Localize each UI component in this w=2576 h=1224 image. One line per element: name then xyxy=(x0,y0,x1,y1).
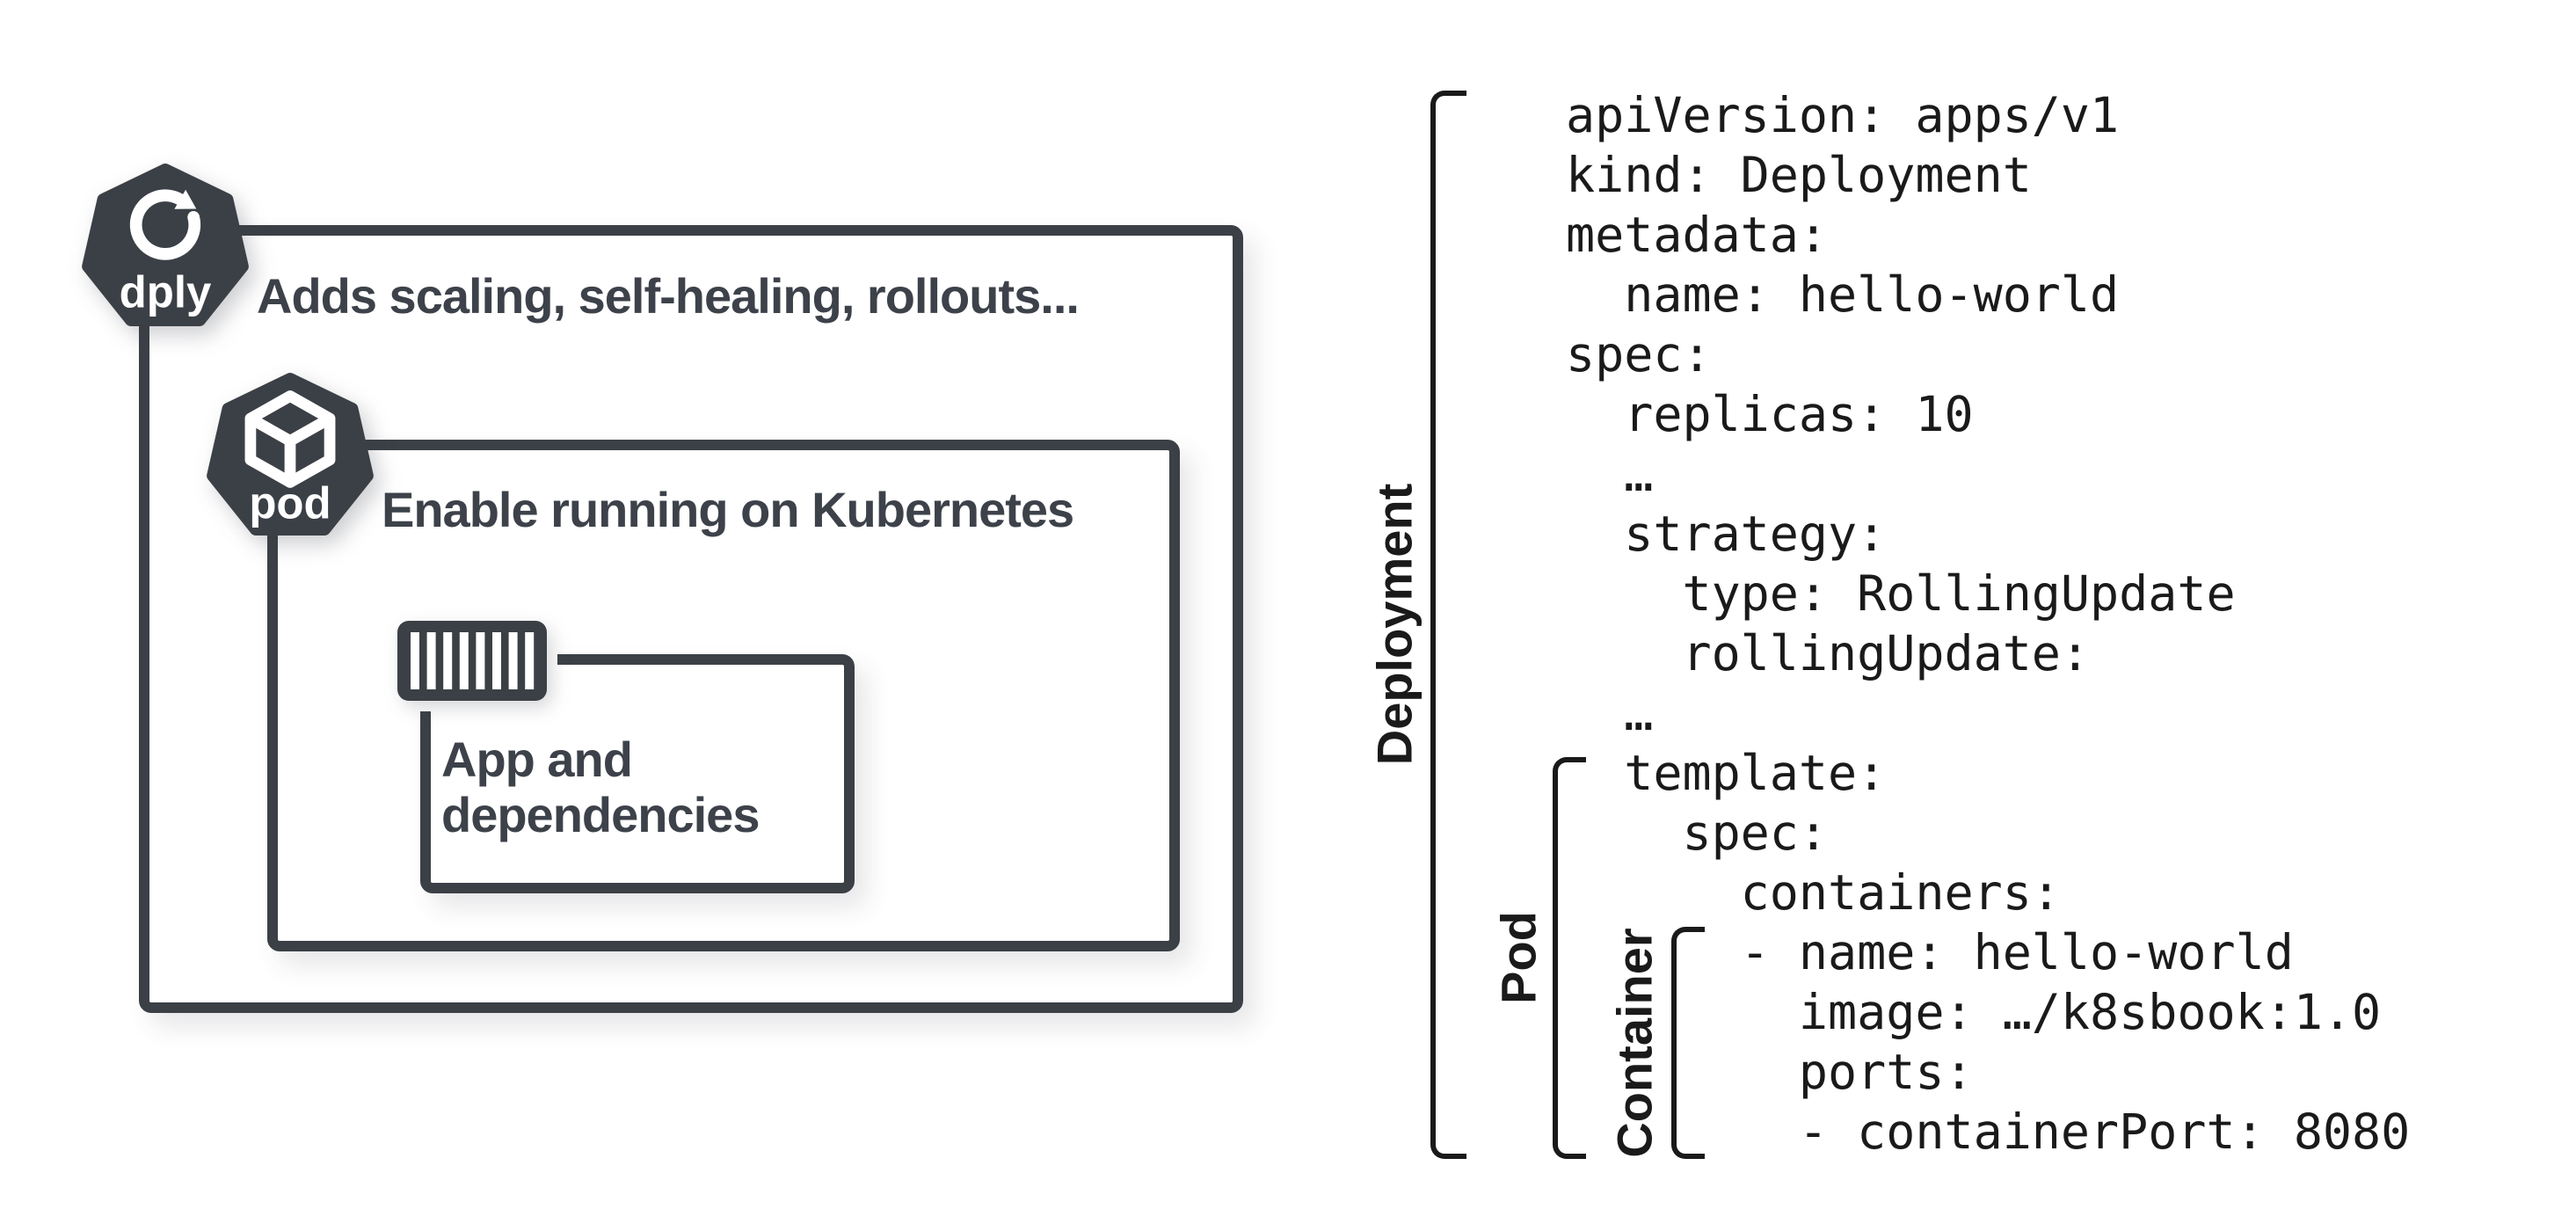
pod-icon-label: pod xyxy=(249,478,331,528)
container-body xyxy=(397,621,547,701)
container-stripes xyxy=(411,632,535,689)
yaml-line: type: RollingUpdate xyxy=(1566,565,2236,622)
yaml-line: metadata: xyxy=(1566,207,1829,263)
yaml-line: - containerPort: 8080 xyxy=(1566,1104,2411,1160)
yaml-line: kind: Deployment xyxy=(1566,147,2032,203)
yaml-code-block: apiVersion: apps/v1 kind: Deployment met… xyxy=(1566,85,2410,1162)
refresh-arrowhead xyxy=(174,189,197,209)
app-caption-line1: App and xyxy=(441,732,633,787)
yaml-line: … xyxy=(1566,685,1654,741)
deployment-bracket xyxy=(1430,91,1466,1159)
yaml-line: containers: xyxy=(1566,864,2061,921)
yaml-line: rollingUpdate: xyxy=(1566,625,2091,681)
yaml-line: image: …/k8sbook:1.0 xyxy=(1566,984,2382,1040)
yaml-line: spec: xyxy=(1566,326,1712,382)
yaml-line: - name: hello-world xyxy=(1566,924,2294,980)
deployment-icon: dply xyxy=(79,158,251,339)
refresh-arrow-icon xyxy=(129,189,201,260)
cube-icon xyxy=(244,390,336,488)
deployment-icon-label: dply xyxy=(120,267,212,317)
yaml-line: … xyxy=(1566,446,1654,502)
heptagon-shape xyxy=(82,163,249,327)
pod-bracket-label: Pod xyxy=(1490,911,1546,1004)
yaml-line: ports: xyxy=(1566,1044,1974,1100)
deployment-bracket-label: Deployment xyxy=(1366,483,1423,766)
pod-caption: Enable running on Kubernetes xyxy=(382,482,1074,537)
yaml-line: template: xyxy=(1566,745,1887,801)
yaml-line: apiVersion: apps/v1 xyxy=(1566,87,2120,143)
app-caption: App and dependencies xyxy=(441,732,819,842)
container-bracket xyxy=(1671,927,1705,1159)
deployment-caption: Adds scaling, self-healing, rollouts... xyxy=(257,268,1080,324)
pod-bracket xyxy=(1553,757,1586,1159)
yaml-line: spec: xyxy=(1566,805,1829,861)
yaml-line: name: hello-world xyxy=(1566,266,2120,323)
yaml-line: replicas: 10 xyxy=(1566,386,1974,442)
app-caption-line2: dependencies xyxy=(441,786,760,842)
pod-icon: pod xyxy=(204,368,376,549)
container-icon xyxy=(387,610,557,711)
yaml-line: strategy: xyxy=(1566,506,1887,562)
